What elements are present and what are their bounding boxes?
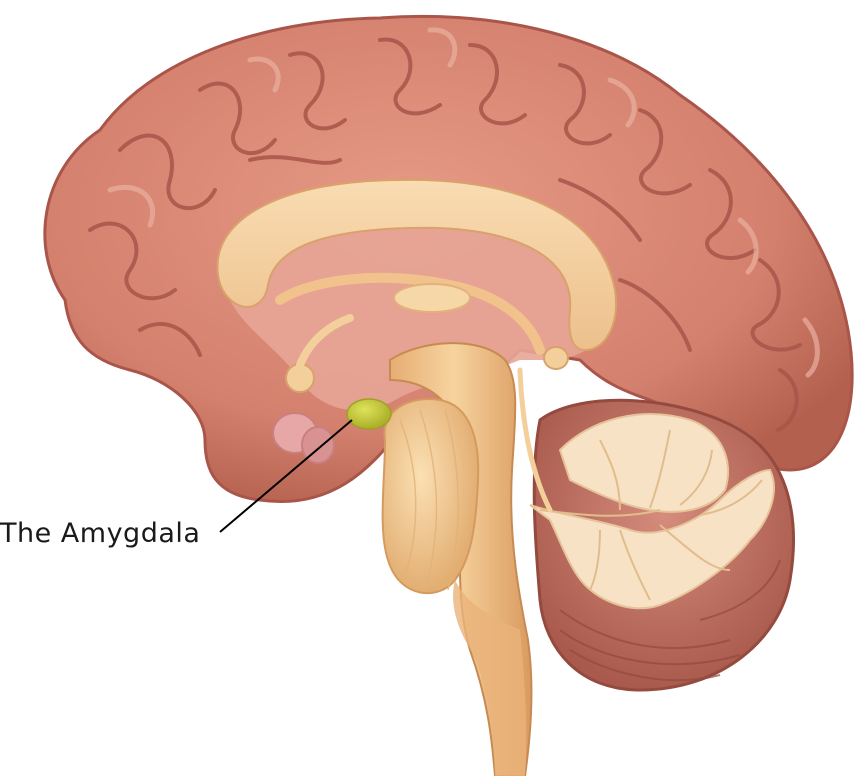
pons-striations	[399, 409, 459, 591]
gyri-sulci	[88, 37, 802, 432]
amygdala	[346, 398, 392, 430]
posterior-tract	[517, 367, 553, 513]
gyri-highlights	[107, 27, 820, 378]
amygdala-label: The Amygdala	[0, 518, 200, 549]
thalamus	[393, 283, 471, 313]
amygdala-callout-line	[219, 419, 353, 533]
olfactory-tract	[296, 314, 354, 369]
pituitary-gland	[272, 412, 335, 464]
corpus-callosum	[216, 178, 617, 352]
pons	[381, 398, 480, 594]
medulla	[453, 580, 527, 776]
arbor-vitae	[529, 413, 775, 610]
cerebellum-folia	[559, 559, 781, 682]
pineal-body	[543, 346, 569, 370]
